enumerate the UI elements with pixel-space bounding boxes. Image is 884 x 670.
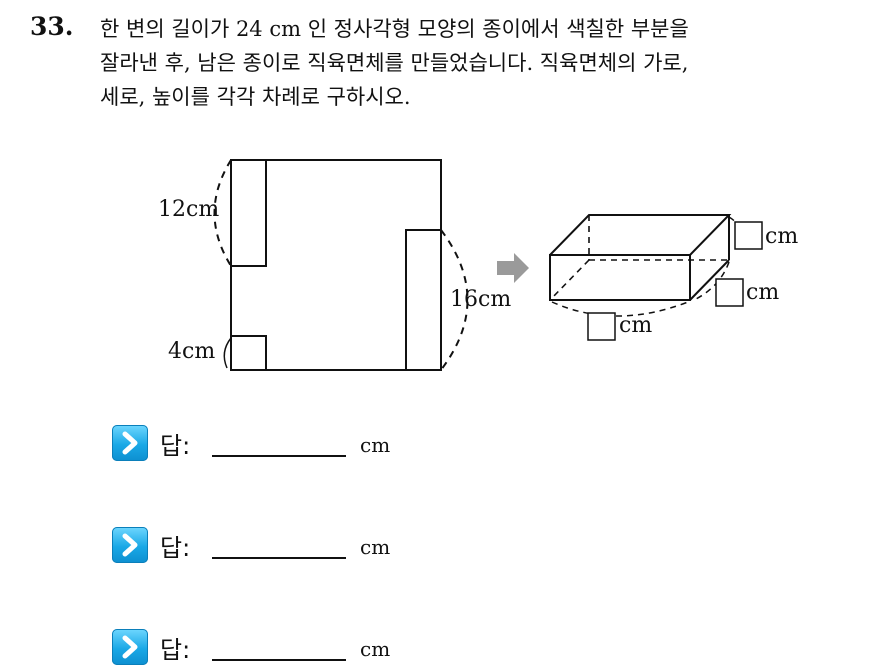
answer-unit: cm (360, 637, 391, 661)
answer-unit: cm (360, 535, 391, 559)
label-4cm: 4cm (168, 339, 215, 364)
square-net-diagram (213, 159, 469, 371)
box-unit-width: cm (619, 313, 652, 338)
cuboid-diagram (549, 214, 740, 317)
cut-square-bottom-left (230, 335, 267, 371)
arrow-right-icon (497, 253, 529, 283)
cut-rectangle-left (230, 159, 267, 267)
cuboid-dimension-braces (551, 216, 740, 317)
box-unit-height: cm (765, 224, 798, 249)
chevron-right-icon (112, 629, 148, 665)
answer-label: 답: (160, 534, 191, 562)
blank-box-width (587, 312, 616, 341)
chevron-right-icon (112, 527, 148, 563)
cuboid-hidden-edges (549, 215, 729, 301)
question-number: 33. (30, 12, 74, 41)
chevron-right-icon (112, 425, 148, 461)
cut-rectangle-right (405, 229, 442, 371)
problem-figure: 12cm 4cm 16cm cm cm cm (158, 159, 798, 371)
answer-blank-line[interactable] (212, 455, 346, 457)
brace-12cm (213, 159, 232, 267)
answer-blank-line[interactable] (212, 557, 346, 559)
cuboid-top-edges (549, 214, 732, 256)
blank-box-height (734, 221, 763, 250)
answer-label: 답: (160, 432, 191, 460)
blank-box-depth (715, 278, 744, 307)
brace-4cm (223, 337, 232, 369)
label-16cm: 16cm (450, 287, 511, 312)
label-12cm: 12cm (158, 197, 219, 222)
answer-unit: cm (360, 433, 391, 457)
brace-16cm (440, 229, 469, 371)
box-unit-depth: cm (746, 280, 779, 305)
answer-blank-line[interactable] (212, 659, 346, 661)
question-text: 한 변의 길이가 24 cm 인 정사각형 모양의 종이에서 색칠한 부분을 잘… (100, 17, 689, 109)
answer-label: 답: (160, 636, 191, 664)
